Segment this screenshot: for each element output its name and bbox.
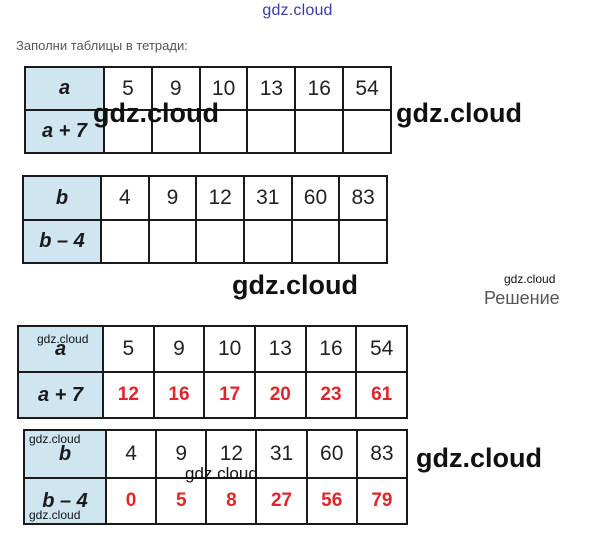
value-cell: 9 bbox=[147, 175, 198, 221]
empty-answer-cell bbox=[242, 219, 293, 264]
task-table-a: a 5 9 10 13 16 54 a + 7 bbox=[24, 66, 392, 154]
value-cell: 5 bbox=[102, 325, 155, 373]
value-cell: 60 bbox=[305, 429, 358, 479]
answer-cell: 23 bbox=[304, 371, 358, 419]
value-cell: 16 bbox=[304, 325, 358, 373]
value-cell: 60 bbox=[290, 175, 341, 221]
task-table-b: b 4 9 12 31 60 83 b – 4 bbox=[22, 175, 388, 264]
empty-answer-cell bbox=[338, 219, 388, 264]
empty-answer-cell bbox=[294, 109, 345, 154]
header-b: b bbox=[23, 429, 107, 479]
header-b: b bbox=[22, 175, 102, 221]
answer-cell: 27 bbox=[255, 477, 308, 525]
solution-table-b: b 4 9 12 31 60 83 b – 4 0 5 8 27 56 79 bbox=[23, 429, 409, 525]
value-cell: 54 bbox=[342, 66, 392, 111]
empty-answer-cell bbox=[147, 219, 198, 264]
empty-answer-cell bbox=[150, 109, 201, 154]
value-cell: 83 bbox=[338, 175, 388, 221]
value-cell: 13 bbox=[253, 325, 307, 373]
value-cell: 10 bbox=[198, 66, 249, 111]
watermark: gdz.cloud bbox=[37, 332, 89, 346]
empty-answer-cell bbox=[100, 219, 150, 264]
header-b-minus-4: b – 4 bbox=[23, 477, 107, 525]
empty-answer-cell bbox=[290, 219, 341, 264]
watermark: gdz.cloud bbox=[396, 98, 522, 128]
answer-cell: 5 bbox=[155, 477, 208, 525]
header-a-plus-7: a + 7 bbox=[17, 371, 104, 419]
value-cell: 4 bbox=[100, 175, 150, 221]
header-a-plus-7: a + 7 bbox=[24, 109, 105, 154]
answer-cell: 61 bbox=[355, 371, 408, 419]
watermark: gdz.cloud bbox=[232, 270, 358, 300]
empty-answer-cell bbox=[246, 109, 297, 154]
answer-cell: 0 bbox=[104, 477, 158, 525]
value-cell: 4 bbox=[104, 429, 158, 479]
value-cell: 12 bbox=[195, 175, 245, 221]
task-instruction: Заполни таблицы в тетради: bbox=[16, 38, 188, 53]
answer-cell: 12 bbox=[102, 371, 155, 419]
answer-cell: 8 bbox=[205, 477, 258, 525]
value-cell: 9 bbox=[152, 325, 206, 373]
empty-answer-cell bbox=[103, 109, 153, 154]
value-cell: 12 bbox=[205, 429, 258, 479]
value-cell: 54 bbox=[355, 325, 408, 373]
value-cell: 16 bbox=[294, 66, 345, 111]
answer-cell: 16 bbox=[152, 371, 206, 419]
value-cell: 13 bbox=[246, 66, 297, 111]
watermark: gdz.cloud bbox=[185, 464, 258, 483]
answer-cell: 79 bbox=[355, 477, 409, 525]
value-cell: 31 bbox=[255, 429, 308, 479]
watermark: gdz.cloud bbox=[504, 272, 556, 286]
watermark: gdz.cloud bbox=[416, 443, 542, 473]
solution-heading: Решение bbox=[484, 288, 560, 308]
site-watermark-top: gdz.cloud bbox=[262, 2, 333, 19]
value-cell: 9 bbox=[155, 429, 208, 479]
value-cell: 10 bbox=[203, 325, 256, 373]
value-cell: 31 bbox=[242, 175, 293, 221]
answer-cell: 56 bbox=[305, 477, 358, 525]
answer-cell: 17 bbox=[203, 371, 256, 419]
value-cell: 5 bbox=[103, 66, 153, 111]
header-b-minus-4: b – 4 bbox=[22, 219, 102, 264]
header-a: a bbox=[17, 325, 104, 373]
empty-answer-cell bbox=[342, 109, 392, 154]
value-cell: 9 bbox=[150, 66, 201, 111]
solution-table-a: a 5 9 10 13 16 54 a + 7 12 16 17 20 23 6… bbox=[17, 325, 408, 419]
watermark: gdz.cloud bbox=[29, 508, 81, 522]
watermark: gdz.cloud bbox=[93, 98, 219, 128]
answer-cell: 20 bbox=[253, 371, 307, 419]
value-cell: 83 bbox=[355, 429, 409, 479]
empty-answer-cell bbox=[195, 219, 245, 264]
watermark: gdz.cloud bbox=[29, 432, 81, 446]
header-a: a bbox=[24, 66, 105, 111]
empty-answer-cell bbox=[198, 109, 249, 154]
